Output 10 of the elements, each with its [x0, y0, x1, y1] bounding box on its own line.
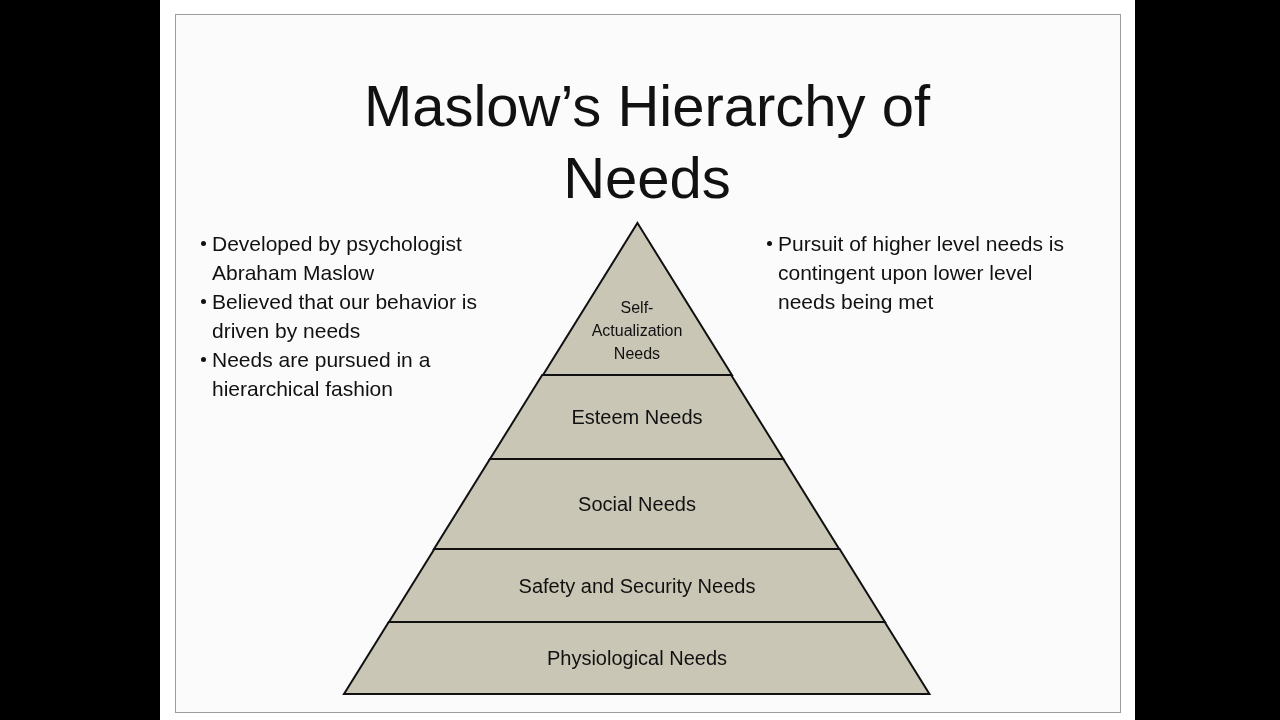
bullet-point-text: Pursuit of higher level needs is contingent upon lower level needs being met [766, 229, 1078, 316]
bullet-point-text: Needs are pursued in a hierarchical fashion [200, 345, 497, 403]
tier-label: Safety and Security Needs [518, 573, 756, 599]
tier-label: Social Needs [578, 492, 696, 517]
bullet-point-text: Developed by psychologist Abraham Maslow [200, 229, 497, 287]
tier-label: Physiological Needs [546, 646, 728, 671]
tier-label: Esteem Needs [571, 405, 703, 430]
bullet-point-text: Believed that our behavior is driven by needs [200, 287, 497, 345]
tier-label: Self-Actualization Needs [590, 297, 684, 364]
slide-title: Maslow’s Hierarchy of Needs [362, 72, 932, 212]
